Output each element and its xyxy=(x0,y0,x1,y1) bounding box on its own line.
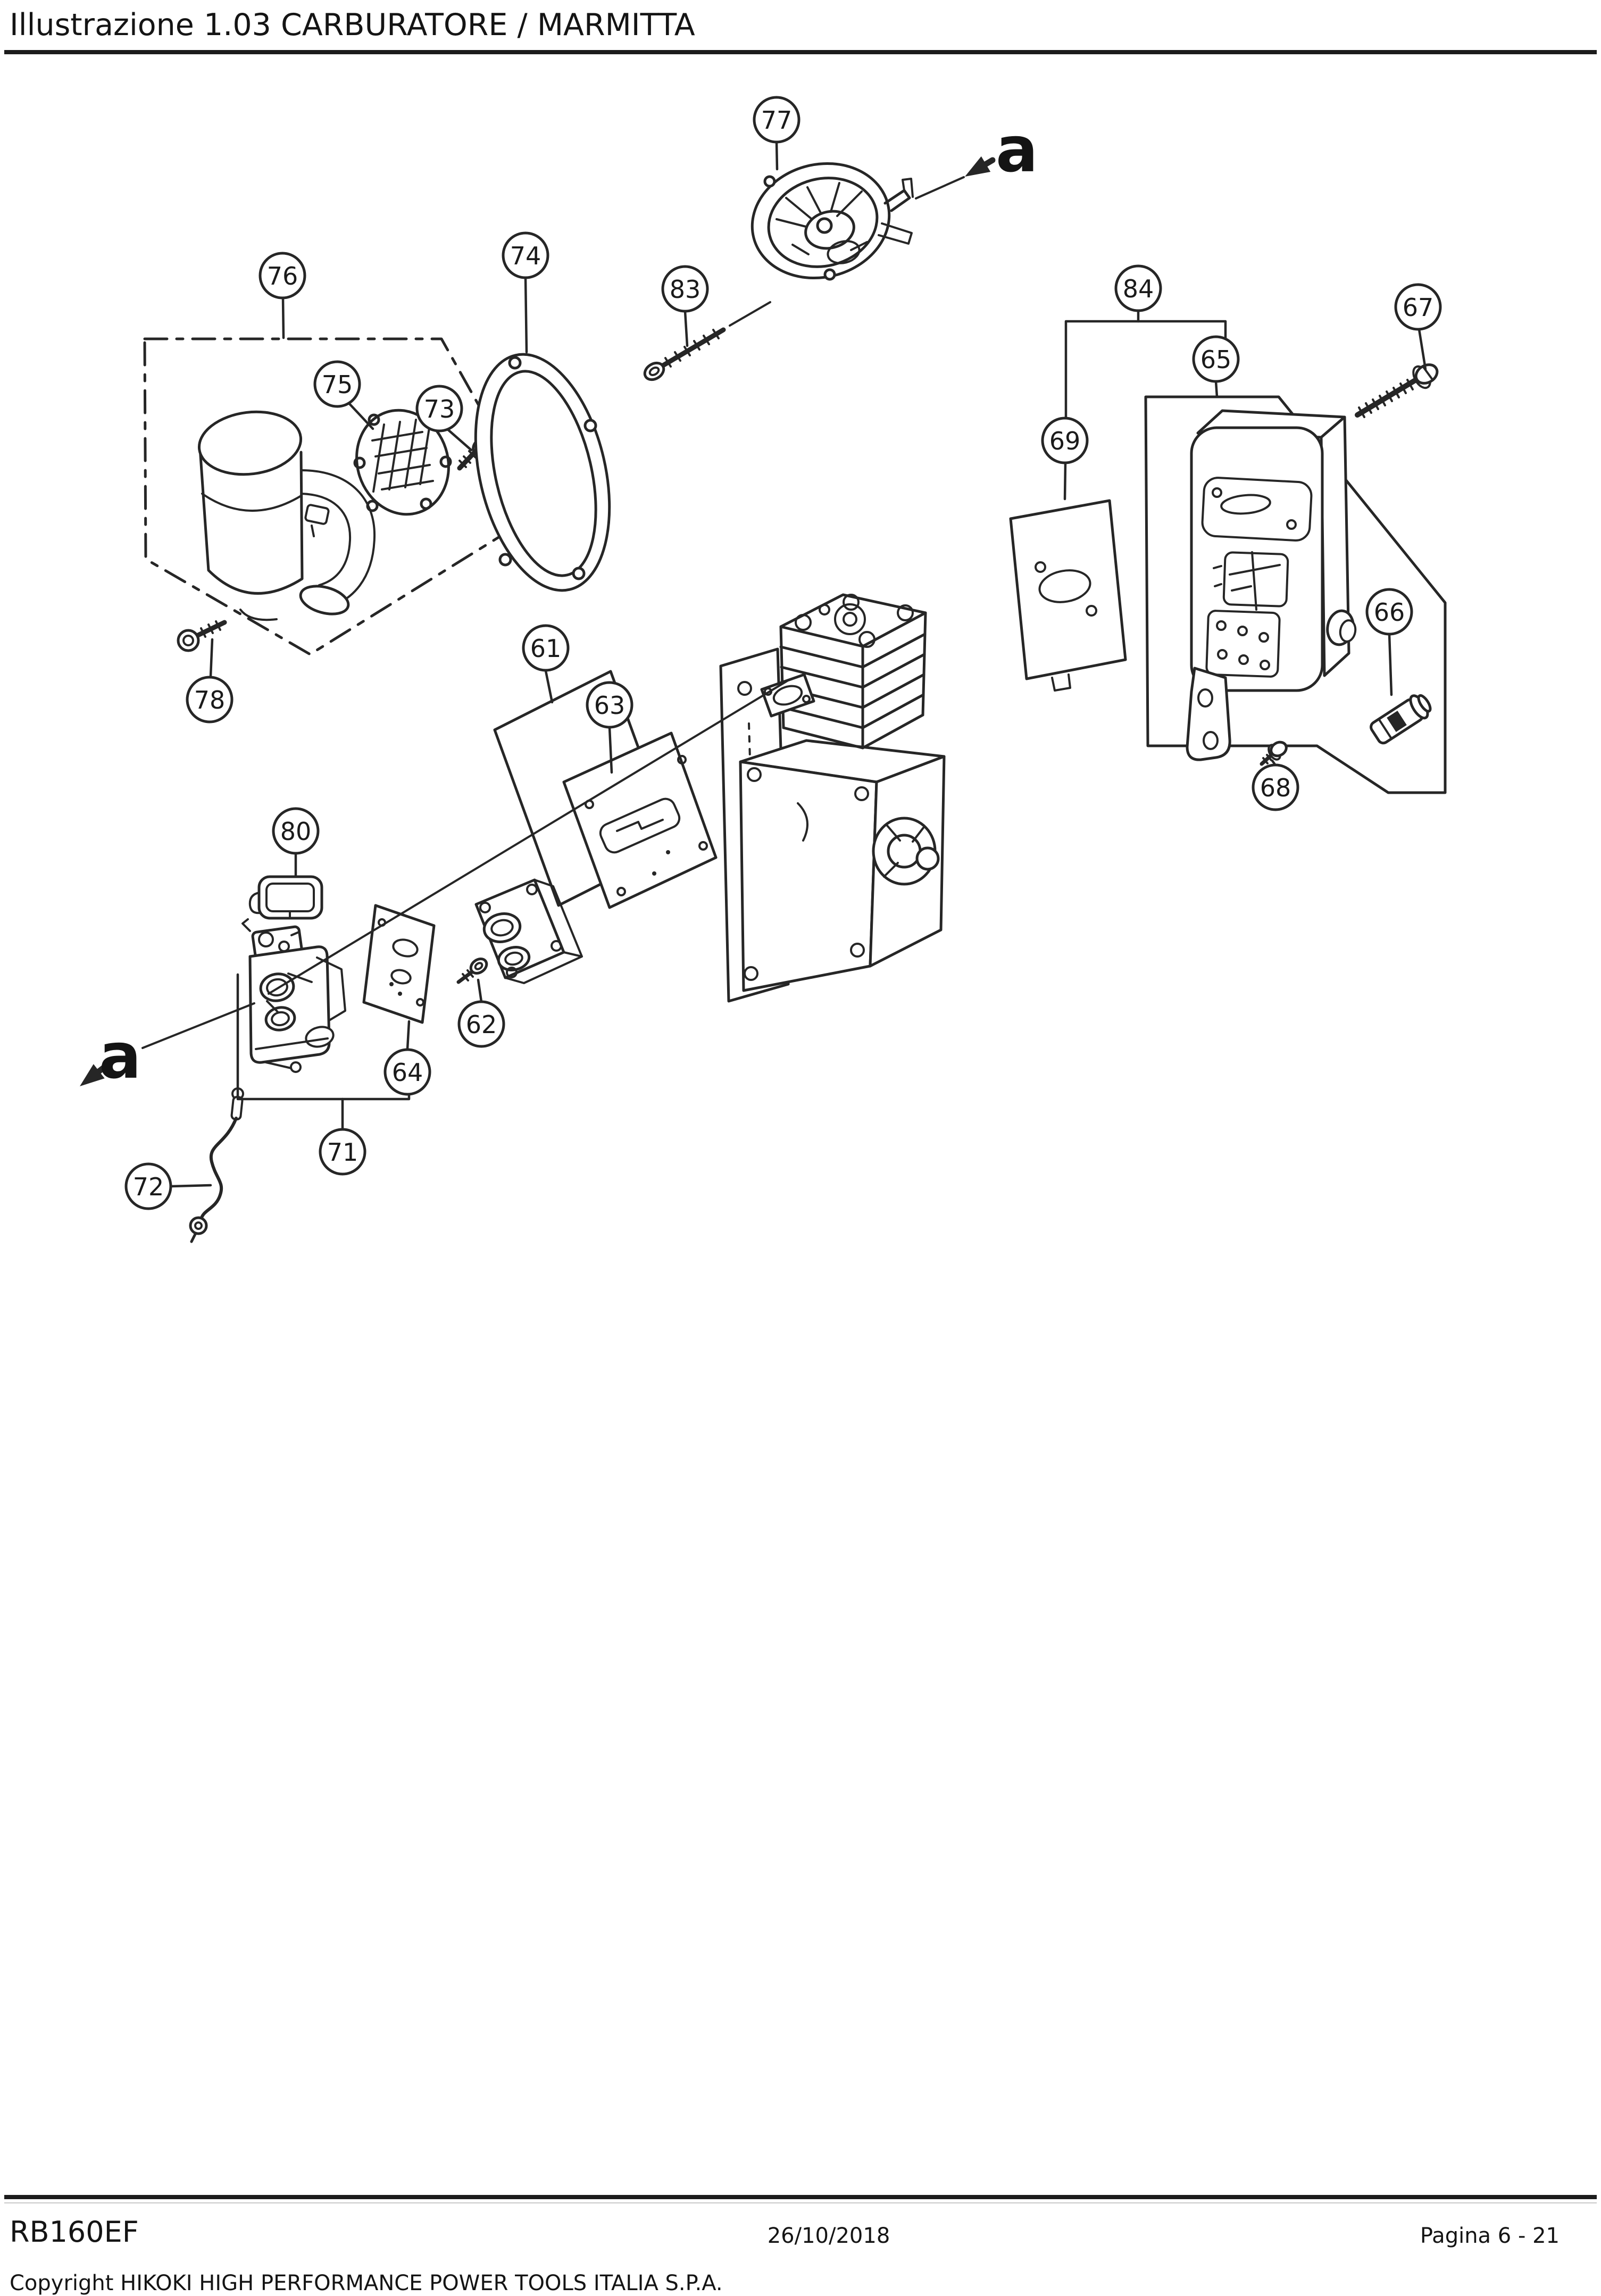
screw-78-drawing xyxy=(177,620,227,652)
gasket-63-drawing xyxy=(562,731,718,909)
callout-number-83: 83 xyxy=(670,275,701,304)
page-title: Illustrazione 1.03 CARBURATORE / MARMITT… xyxy=(10,7,695,43)
callout-number-64: 64 xyxy=(392,1058,423,1087)
footer-copyright: Copyright HIKOKI HIGH PERFORMANCE POWER … xyxy=(10,2271,723,2295)
screw-62-drawing xyxy=(456,957,488,984)
callout-71: 71 xyxy=(319,1128,366,1176)
axis-line-0 xyxy=(915,176,965,199)
callout-bracket-1 xyxy=(236,973,411,1101)
callout-number-69: 69 xyxy=(1049,427,1081,455)
callout-number-61: 61 xyxy=(530,634,562,663)
view-arrow-0 xyxy=(965,156,996,177)
diagram-artwork xyxy=(143,162,1447,1243)
callout-balloons-layer: 61 62 63 64 65 66 67 68 69 71 72 73 74 75 76 77 78 80 83 84 xyxy=(124,96,1442,1210)
callout-78: 78 xyxy=(186,676,234,723)
callout-number-80: 80 xyxy=(280,817,312,846)
leader-63 xyxy=(608,726,613,774)
callout-number-78: 78 xyxy=(194,686,226,714)
leader-72 xyxy=(169,1184,212,1188)
leader-75 xyxy=(347,402,374,430)
gasket-ring-74-drawing xyxy=(474,353,611,592)
callout-number-63: 63 xyxy=(594,691,626,720)
footer-rule-thin xyxy=(4,2202,1597,2203)
grommet-80-drawing xyxy=(248,875,323,920)
view-label-a-0: a xyxy=(996,113,1038,186)
callout-number-66: 66 xyxy=(1374,598,1405,627)
leader-78 xyxy=(209,638,214,678)
view-label-a-1: a xyxy=(99,1019,141,1093)
air-cleaner-body-drawing xyxy=(197,410,376,621)
callout-63: 63 xyxy=(586,681,633,729)
callout-number-75: 75 xyxy=(322,370,353,399)
callout-77: 77 xyxy=(753,96,800,144)
leader-64 xyxy=(406,1020,411,1051)
callout-number-72: 72 xyxy=(133,1172,164,1201)
leader-73 xyxy=(444,426,473,452)
callout-84: 84 xyxy=(1114,264,1162,312)
callout-72: 72 xyxy=(124,1162,172,1210)
callout-80: 80 xyxy=(272,807,320,855)
callout-number-73: 73 xyxy=(424,395,455,423)
callout-number-76: 76 xyxy=(267,262,298,290)
view-arrow-1 xyxy=(80,1057,117,1086)
air-cleaner-assembly-boundary xyxy=(143,337,540,656)
footer-model: RB160EF xyxy=(10,2215,139,2249)
callout-66: 66 xyxy=(1365,588,1413,636)
callout-number-67: 67 xyxy=(1403,293,1434,322)
callout-number-71: 71 xyxy=(327,1138,358,1167)
spark-arrester-66-drawing xyxy=(1370,694,1432,745)
callout-number-68: 68 xyxy=(1260,773,1291,802)
screw-83-drawing xyxy=(643,327,726,381)
leader-61 xyxy=(544,669,554,704)
axis-line-2 xyxy=(268,680,788,995)
callout-74: 74 xyxy=(502,231,549,279)
screw-68-drawing xyxy=(1260,741,1288,766)
callout-67: 67 xyxy=(1394,283,1442,331)
callout-brackets-layer xyxy=(236,320,1227,1131)
callout-83: 83 xyxy=(661,265,709,313)
leader-74 xyxy=(524,276,528,354)
callout-bracket-0 xyxy=(1064,320,1227,423)
callout-75: 75 xyxy=(313,360,361,408)
carburetor-gasket-64-drawing xyxy=(362,904,436,1024)
view-arrows-layer xyxy=(80,156,996,1086)
throttle-cable-72-drawing xyxy=(189,1087,244,1243)
leader-62 xyxy=(477,978,483,1003)
carburetor-drawing xyxy=(241,918,346,1073)
leader-65-1 xyxy=(1214,380,1219,398)
callout-number-84: 84 xyxy=(1123,274,1154,303)
insulator-block-drawing xyxy=(474,878,583,984)
leader-83 xyxy=(683,310,689,347)
cleaner-cover-77-drawing xyxy=(751,162,914,281)
callout-61: 61 xyxy=(522,624,570,672)
muffler-gasket-69-drawing xyxy=(1009,499,1127,692)
callout-64: 64 xyxy=(383,1048,431,1096)
footer-rule xyxy=(4,2195,1597,2199)
axis-lines-layer xyxy=(141,176,965,1049)
callout-73: 73 xyxy=(415,385,463,432)
leader-67 xyxy=(1417,328,1427,371)
footer-page-number: Pagina 6 - 21 xyxy=(1420,2224,1560,2248)
callout-68: 68 xyxy=(1252,763,1299,811)
callout-leaders-layer xyxy=(169,140,1427,1188)
air-filter-plate-drawing xyxy=(353,408,452,516)
bolt-67-drawing xyxy=(1355,363,1439,418)
callout-number-65: 65 xyxy=(1200,345,1232,374)
callout-number-74: 74 xyxy=(510,242,541,270)
callout-65: 65 xyxy=(1192,335,1240,383)
axis-line-1 xyxy=(141,1002,255,1049)
muffler-65-drawing xyxy=(1186,409,1357,761)
callout-69: 69 xyxy=(1041,417,1089,464)
callout-62: 62 xyxy=(457,1000,505,1048)
callout-number-62: 62 xyxy=(466,1010,497,1039)
axis-line-3 xyxy=(729,301,771,327)
callout-76: 76 xyxy=(259,252,306,300)
callout-number-77: 77 xyxy=(761,106,793,135)
leader-66 xyxy=(1388,633,1393,696)
view-labels-layer: aa xyxy=(99,113,1038,1093)
cylinder-crankcase-drawing xyxy=(719,593,946,1003)
header-rule xyxy=(4,50,1597,54)
footer-date: 26/10/2018 xyxy=(768,2224,890,2248)
